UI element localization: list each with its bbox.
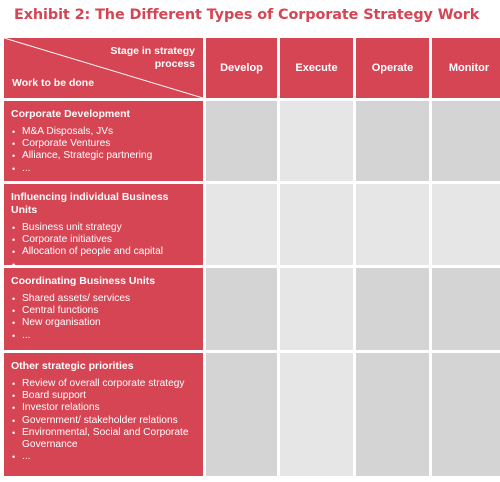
matrix-cell	[356, 268, 429, 350]
list-item: Shared assets/ services	[11, 293, 197, 305]
row-item-list: Shared assets/ services Central function…	[11, 293, 197, 342]
list-item: ...	[11, 451, 197, 463]
list-item: Business unit strategy	[11, 222, 197, 234]
list-item: Review of overall corporate strategy	[11, 378, 197, 390]
stage-label: Stage in strategy process	[110, 45, 195, 70]
list-item: Environmental, Social and Corporate Gove…	[11, 427, 197, 451]
matrix-cell	[206, 101, 277, 181]
column-header-operate: Operate	[356, 38, 429, 98]
list-item: Central functions	[11, 305, 197, 317]
row-title: Corporate Development	[11, 108, 131, 120]
matrix-cell	[280, 101, 353, 181]
matrix-cell	[356, 101, 429, 181]
matrix-cell	[432, 184, 500, 265]
row-item-list: M&A Disposals, JVs Corporate Ventures Al…	[11, 126, 197, 175]
matrix-cell	[206, 353, 277, 476]
list-item: M&A Disposals, JVs	[11, 126, 197, 138]
matrix-cell	[356, 353, 429, 476]
matrix-cell	[206, 184, 277, 265]
list-item: ...	[11, 163, 197, 175]
row-title: Coordinating Business Units	[11, 275, 156, 287]
matrix-cell	[356, 184, 429, 265]
list-item: Investor relations	[11, 402, 197, 414]
matrix-cell	[280, 353, 353, 476]
list-item: Alliance, Strategic partnering	[11, 150, 197, 162]
matrix-cell	[432, 353, 500, 476]
list-item: Corporate Ventures	[11, 138, 197, 150]
matrix-cell	[432, 268, 500, 350]
row-header-coordinating-business-units: Coordinating Business Units Shared asset…	[4, 268, 203, 350]
diagonal-divider	[4, 38, 203, 98]
list-item: Government/ stakeholder relations	[11, 415, 197, 427]
row-title: Influencing individual Business Units	[11, 191, 169, 216]
list-item: Corporate initiatives	[11, 234, 197, 246]
list-item: ...	[11, 330, 197, 342]
strategy-matrix: Stage in strategy process Work to be don…	[4, 38, 500, 476]
matrix-cell	[432, 101, 500, 181]
column-header-monitor: Monitor	[432, 38, 500, 98]
matrix-cell	[280, 184, 353, 265]
row-header-other-strategic-priorities: Other strategic priorities Review of ove…	[4, 353, 203, 476]
row-item-list: Business unit strategy Corporate initiat…	[11, 222, 197, 271]
list-item: Board support	[11, 390, 197, 402]
list-item: New organisation	[11, 317, 197, 329]
exhibit-title: Exhibit 2: The Different Types of Corpor…	[14, 7, 480, 23]
row-title: Other strategic priorities	[11, 360, 134, 372]
row-item-list: Review of overall corporate strategy Boa…	[11, 378, 197, 464]
list-item: ...	[11, 259, 197, 271]
matrix-cell	[206, 268, 277, 350]
list-item: Allocation of people and capital	[11, 246, 197, 258]
column-header-execute: Execute	[280, 38, 353, 98]
column-header-develop: Develop	[206, 38, 277, 98]
row-header-corporate-development: Corporate Development M&A Disposals, JVs…	[4, 101, 203, 181]
work-label: Work to be done	[12, 77, 95, 89]
header-corner-cell: Stage in strategy process Work to be don…	[4, 38, 203, 98]
matrix-cell	[280, 268, 353, 350]
row-header-influencing-business-units: Influencing individual Business Units Bu…	[4, 184, 203, 271]
